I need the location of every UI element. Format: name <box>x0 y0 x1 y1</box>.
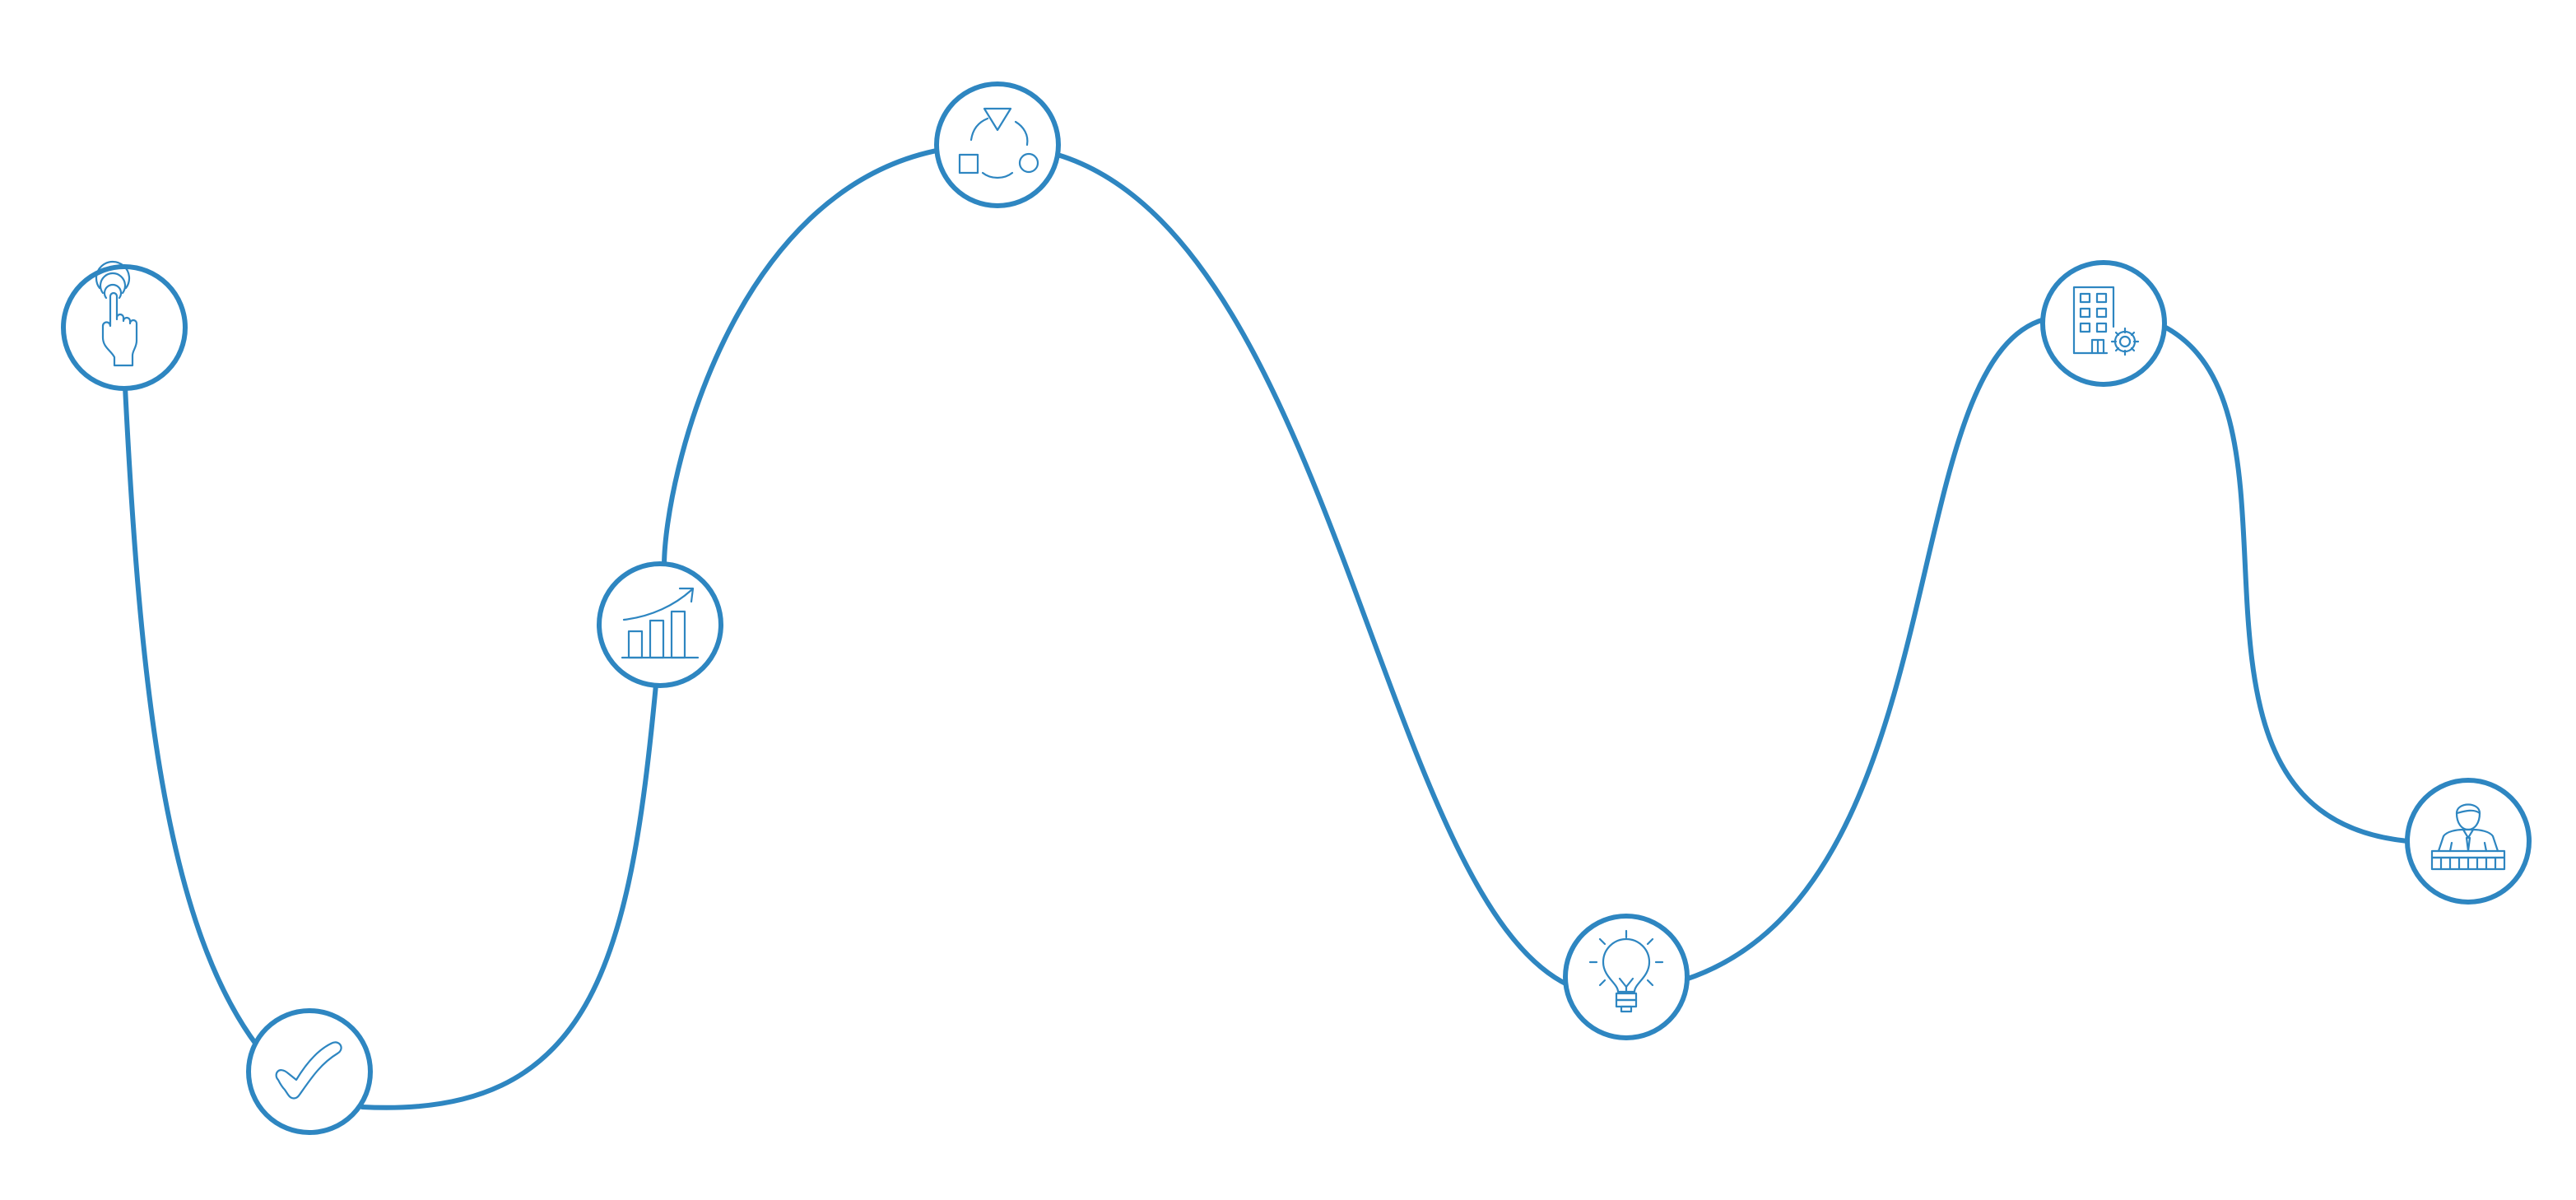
lightbulb-icon <box>1588 929 1664 1013</box>
building-gear-icon <box>2072 286 2140 356</box>
node-2[interactable] <box>246 1008 373 1135</box>
speaker-podium-icon <box>2430 803 2506 871</box>
connector-segment-1-2 <box>123 384 259 1048</box>
node-4-ring <box>934 81 1061 208</box>
node-3[interactable] <box>597 561 723 688</box>
node-3-ring <box>597 561 723 688</box>
node-7-ring <box>2405 778 2532 905</box>
connector-segment-2-3 <box>360 682 658 1110</box>
shapes-cycle-icon <box>958 107 1039 179</box>
checkmark-icon <box>275 1041 342 1100</box>
node-2-ring <box>246 1008 373 1135</box>
node-1[interactable] <box>61 260 188 391</box>
wavy-connector <box>123 147 2411 1110</box>
node-5-ring <box>1563 914 1690 1040</box>
connector-segment-3-4 <box>662 147 943 567</box>
connector-segment-6-7 <box>2160 323 2411 844</box>
node-7[interactable] <box>2405 778 2532 905</box>
touch-gesture-icon <box>95 260 138 367</box>
connector-segment-4-5 <box>1055 152 1571 988</box>
node-5[interactable] <box>1563 914 1690 1040</box>
node-4[interactable] <box>934 81 1061 208</box>
growth-bar-chart-icon <box>621 587 700 659</box>
node-6[interactable] <box>2040 260 2167 387</box>
connector-segment-5-6 <box>1683 317 2047 982</box>
